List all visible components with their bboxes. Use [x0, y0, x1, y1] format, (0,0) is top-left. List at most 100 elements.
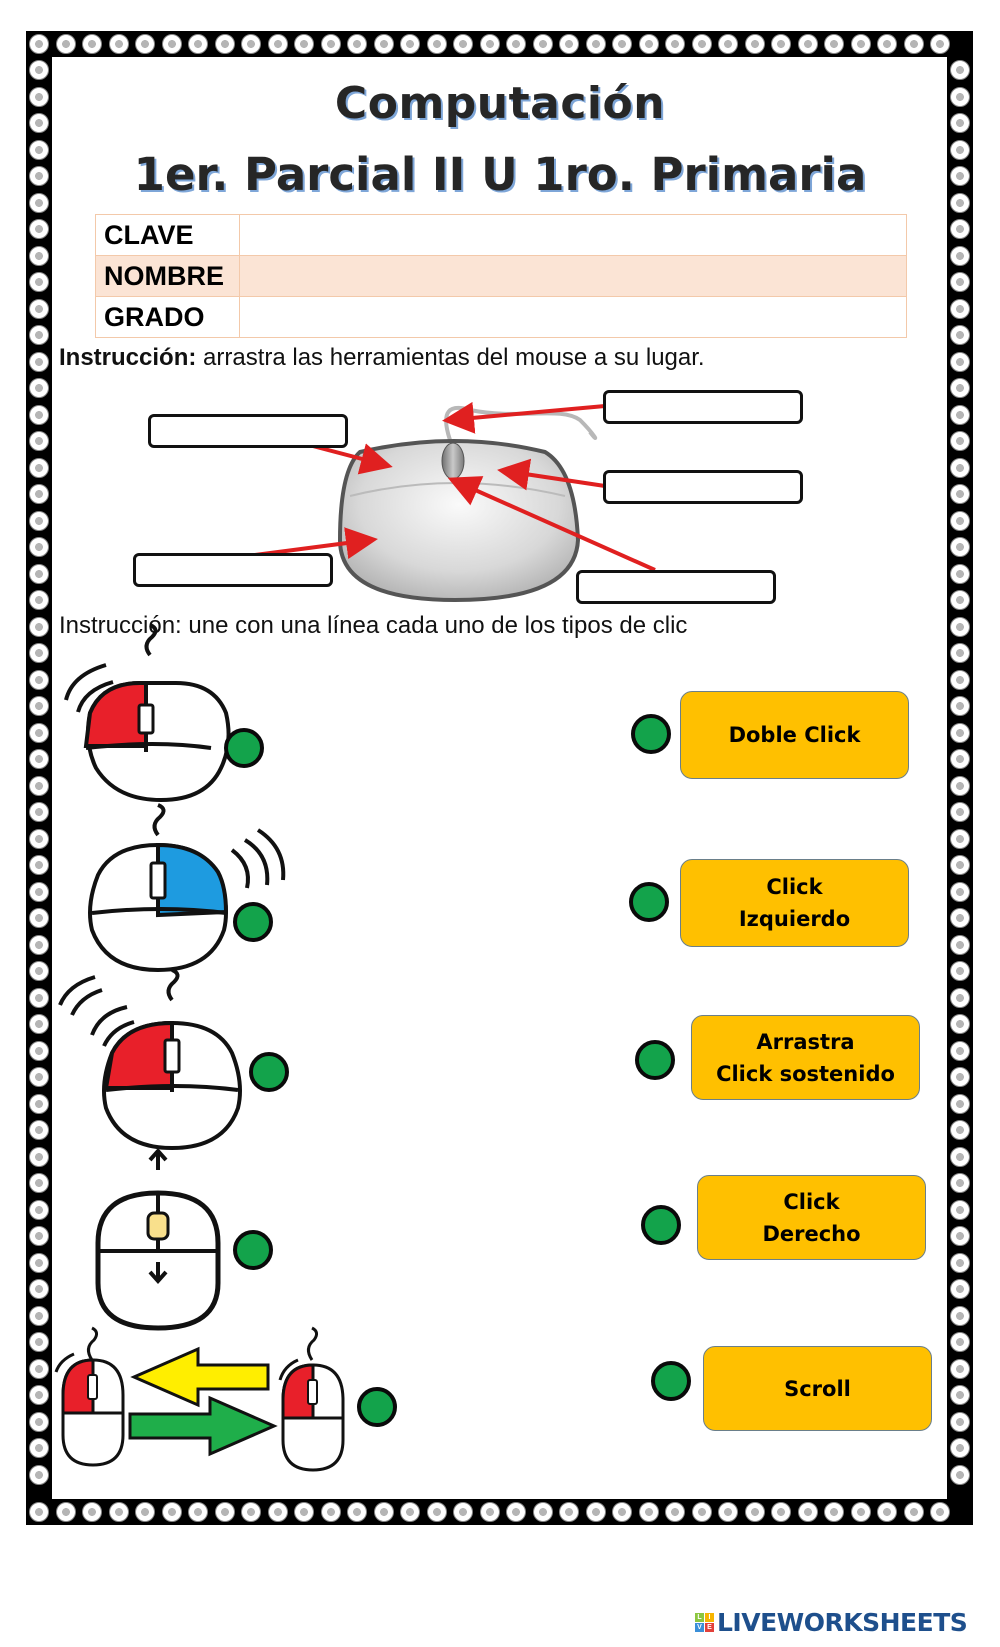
border-flower-icon [559, 1502, 579, 1522]
border-flower-icon [320, 34, 341, 54]
border-flower-icon [950, 1120, 970, 1140]
border-flower-icon [29, 1438, 49, 1458]
option-scroll[interactable]: Scroll [703, 1346, 932, 1431]
match-dot-right-4[interactable] [641, 1205, 681, 1245]
match-dot-right-3[interactable] [635, 1040, 675, 1080]
border-flower-icon [29, 749, 49, 769]
border-flower-icon [950, 86, 970, 107]
border-flower-icon [771, 1502, 791, 1522]
option-doble-click[interactable]: Doble Click [680, 691, 909, 779]
grado-field[interactable] [239, 296, 907, 338]
match-dot-right-1[interactable] [631, 714, 671, 754]
liveworksheets-logo-icon: L I V E [695, 1613, 714, 1632]
border-flower-icon [950, 1067, 970, 1087]
drop-box-scroll-wheel[interactable] [576, 570, 776, 604]
border-flower-icon [29, 1358, 49, 1379]
border-flower-icon [665, 34, 685, 54]
border-flower-icon [950, 563, 970, 584]
border-flower-icon [950, 1358, 970, 1379]
worksheet-title: Computación [334, 78, 666, 129]
drop-box-left-button[interactable] [148, 414, 348, 448]
border-flower-icon [29, 1093, 49, 1114]
match-dot-left-2[interactable] [233, 902, 273, 942]
border-flower-icon [29, 1332, 49, 1352]
border-flower-icon [161, 1502, 182, 1522]
border-flower-icon [29, 431, 49, 451]
border-flower-icon [55, 1502, 76, 1522]
border-flower-icon [950, 166, 970, 186]
border-flower-icon [797, 34, 818, 54]
border-flower-icon [320, 1502, 341, 1522]
border-flower-icon [950, 510, 970, 531]
border-flower-icon [950, 272, 970, 292]
border-flower-icon [950, 113, 970, 133]
match-dot-left-1[interactable] [224, 728, 264, 768]
border-flower-icon [29, 1502, 49, 1522]
border-flower-icon [950, 431, 970, 451]
border-flower-icon [29, 1464, 49, 1485]
border-flower-icon [950, 828, 970, 849]
border-flower-icon [29, 1120, 49, 1140]
border-flower-icon [950, 1199, 970, 1220]
border-flower-icon [950, 881, 970, 902]
border-flower-icon [771, 34, 791, 54]
border-flower-icon [400, 1502, 420, 1522]
border-flower-icon [29, 1252, 49, 1273]
border-flower-icon [135, 1502, 155, 1522]
part-arrows [254, 401, 656, 572]
border-flower-icon [930, 34, 950, 54]
border-flower-icon [950, 1093, 970, 1114]
border-flower-icon [29, 1173, 49, 1193]
border-flower-icon [29, 1146, 49, 1167]
nombre-field[interactable] [239, 255, 907, 297]
border-flower-icon [506, 1502, 526, 1522]
border-flower-icon [950, 1173, 970, 1193]
brand-name: LIVEWORKSHEETS [717, 1608, 968, 1637]
border-flower-icon [29, 855, 49, 875]
border-flower-icon [29, 378, 49, 398]
border-flower-icon [453, 1502, 473, 1522]
option-click-derecho[interactable]: Click Derecho [697, 1175, 926, 1260]
border-flower-icon [29, 272, 49, 292]
match-dot-left-5[interactable] [357, 1387, 397, 1427]
arrow-to-right-button [497, 458, 606, 491]
border-flower-icon [241, 1502, 261, 1522]
border-flower-icon [950, 325, 970, 345]
drop-box-cable[interactable] [603, 390, 803, 424]
option-click-izquierdo[interactable]: Click Izquierdo [680, 859, 909, 947]
border-flower-icon [950, 590, 970, 610]
border-flower-icon [950, 696, 970, 716]
match-dot-left-3[interactable] [249, 1052, 289, 1092]
border-flower-icon [585, 34, 606, 54]
drop-box-body[interactable] [133, 553, 333, 587]
border-flower-icon [950, 1014, 970, 1034]
border-flower-icon [877, 34, 897, 54]
student-info-table: CLAVE NOMBRE GRADO [95, 214, 907, 338]
border-flower-icon [585, 1502, 606, 1522]
match-dot-right-5[interactable] [651, 1361, 691, 1401]
border-flower-icon [241, 34, 261, 54]
border-flower-icon [638, 1502, 659, 1522]
border-flower-icon [55, 34, 76, 54]
border-flower-icon [29, 563, 49, 584]
border-flower-icon [82, 34, 102, 54]
border-flower-icon [950, 1385, 970, 1405]
border-flower-icon [950, 378, 970, 398]
border-flower-icon [559, 34, 579, 54]
option-arrastra-click-sostenido[interactable]: Arrastra Click sostenido [691, 1015, 920, 1100]
border-flowers-left [29, 60, 49, 1491]
border-flower-icon [950, 987, 970, 1008]
border-flower-icon [373, 1502, 394, 1522]
border-flower-icon [950, 669, 970, 690]
border-flower-icon [950, 1464, 970, 1485]
drop-box-right-button[interactable] [603, 470, 803, 504]
border-flower-icon [29, 113, 49, 133]
border-flower-icon [29, 1067, 49, 1087]
border-flower-icon [950, 1332, 970, 1352]
border-flower-icon [950, 643, 970, 663]
border-flower-icon [29, 775, 49, 796]
match-dot-left-4[interactable] [233, 1230, 273, 1270]
student-info-row-clave: CLAVE [95, 214, 907, 256]
match-dot-right-2[interactable] [629, 882, 669, 922]
mouse-left-click-icon [58, 968, 242, 1151]
